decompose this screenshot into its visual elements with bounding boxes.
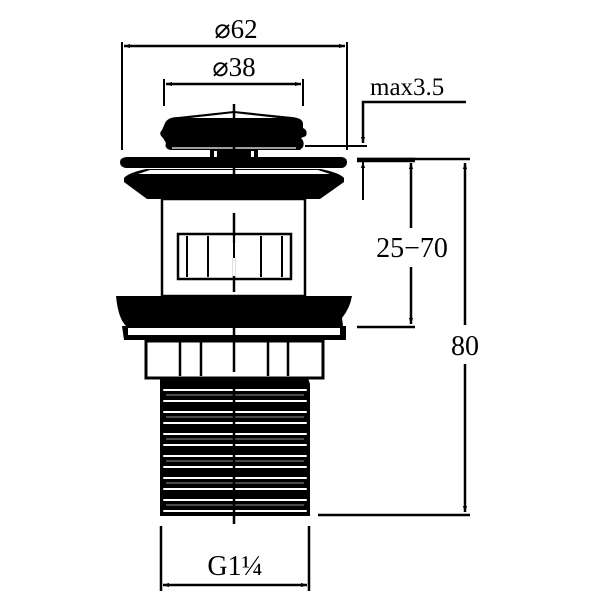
- dimension-inner-diameter: ⌀38: [163, 52, 304, 106]
- drain-body: [116, 104, 352, 524]
- thread-label: G1¼: [207, 551, 262, 582]
- max-thickness-label: max3.5: [370, 74, 444, 101]
- total-height-label: 80: [451, 331, 479, 362]
- dimension-max-thickness: max3.5: [305, 74, 466, 200]
- clamping-range-label: 25−70: [376, 233, 448, 264]
- dimension-outer-diameter: ⌀62: [121, 14, 348, 150]
- inner-diameter-label: ⌀38: [212, 52, 255, 82]
- dimension-clamping-range: 25−70: [357, 163, 448, 329]
- outer-diameter-label: ⌀62: [214, 14, 257, 44]
- dimension-total-height: 80: [318, 163, 479, 517]
- dimension-thread: G1¼: [159, 526, 311, 591]
